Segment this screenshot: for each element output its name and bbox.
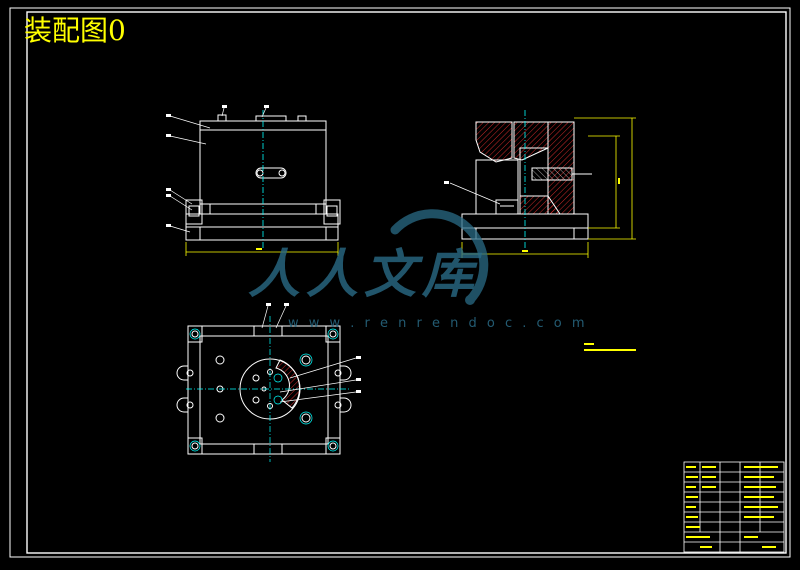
technical-requirements	[584, 343, 636, 351]
top-view-leaders	[261, 303, 361, 403]
inner-border	[26, 11, 787, 554]
watermark-url: w w w . r e n r e n d o c . c o m	[288, 316, 588, 331]
title-block-text	[686, 466, 778, 548]
drawing-title: 装配图0	[24, 14, 126, 47]
front-leaders	[169, 107, 267, 233]
front-balloons	[166, 105, 269, 227]
watermark-logo	[390, 209, 489, 305]
top-view-center-marks	[186, 316, 350, 462]
top-view	[176, 325, 352, 455]
front-view	[185, 110, 341, 250]
section-view	[461, 110, 592, 250]
front-dimension	[185, 242, 339, 256]
section-leader	[444, 181, 501, 205]
outer-border	[9, 7, 791, 558]
